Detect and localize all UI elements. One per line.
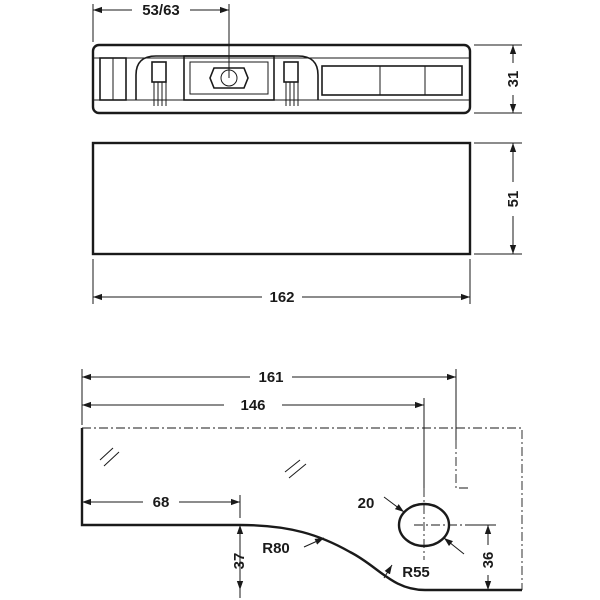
right-channel-block <box>321 65 463 96</box>
dim-37-label: 37 <box>231 553 248 570</box>
dim-161-label: 161 <box>258 369 283 386</box>
right-set-screw-head <box>283 61 299 83</box>
fitting-reference-outline <box>82 427 523 590</box>
top-view: 53/63 31 <box>91 2 522 115</box>
glass-hatch-2b <box>288 463 307 479</box>
dim-31-label: 31 <box>505 71 522 88</box>
top-view-outline <box>91 43 472 115</box>
glass-hole <box>397 502 451 548</box>
dim-146-label: 146 <box>240 397 265 414</box>
dim-51-label: 51 <box>505 191 522 208</box>
dim-20-arrow-lower <box>443 537 465 555</box>
left-set-screw-head <box>151 61 167 83</box>
front-view-outline <box>91 141 472 256</box>
dim-68-label: 68 <box>153 494 170 511</box>
glass-hatch-1b <box>103 451 120 467</box>
dim-20-label: 20 <box>358 495 375 512</box>
left-set-screw-thread <box>153 82 167 106</box>
r55-leader <box>383 564 393 579</box>
glass-hatch-1a <box>99 447 114 461</box>
dim-36-label: 36 <box>480 552 497 569</box>
corner-reference-line <box>455 440 470 489</box>
cam-element <box>209 67 249 89</box>
dim-162-label: 162 <box>269 289 294 306</box>
glass-cutout-view: 161 146 68 37 R80 R55 20 36 <box>80 369 523 598</box>
glass-outline <box>80 428 522 592</box>
right-set-screw-thread <box>285 82 299 106</box>
dim-53-63-label: 53/63 <box>142 2 180 19</box>
dim-20-arrow-upper <box>383 496 405 513</box>
r55-label: R55 <box>402 564 430 581</box>
glass-hatch-2a <box>284 459 301 473</box>
front-view: 51 162 <box>91 141 522 306</box>
r80-label: R80 <box>262 540 290 557</box>
r80-leader <box>303 537 325 548</box>
